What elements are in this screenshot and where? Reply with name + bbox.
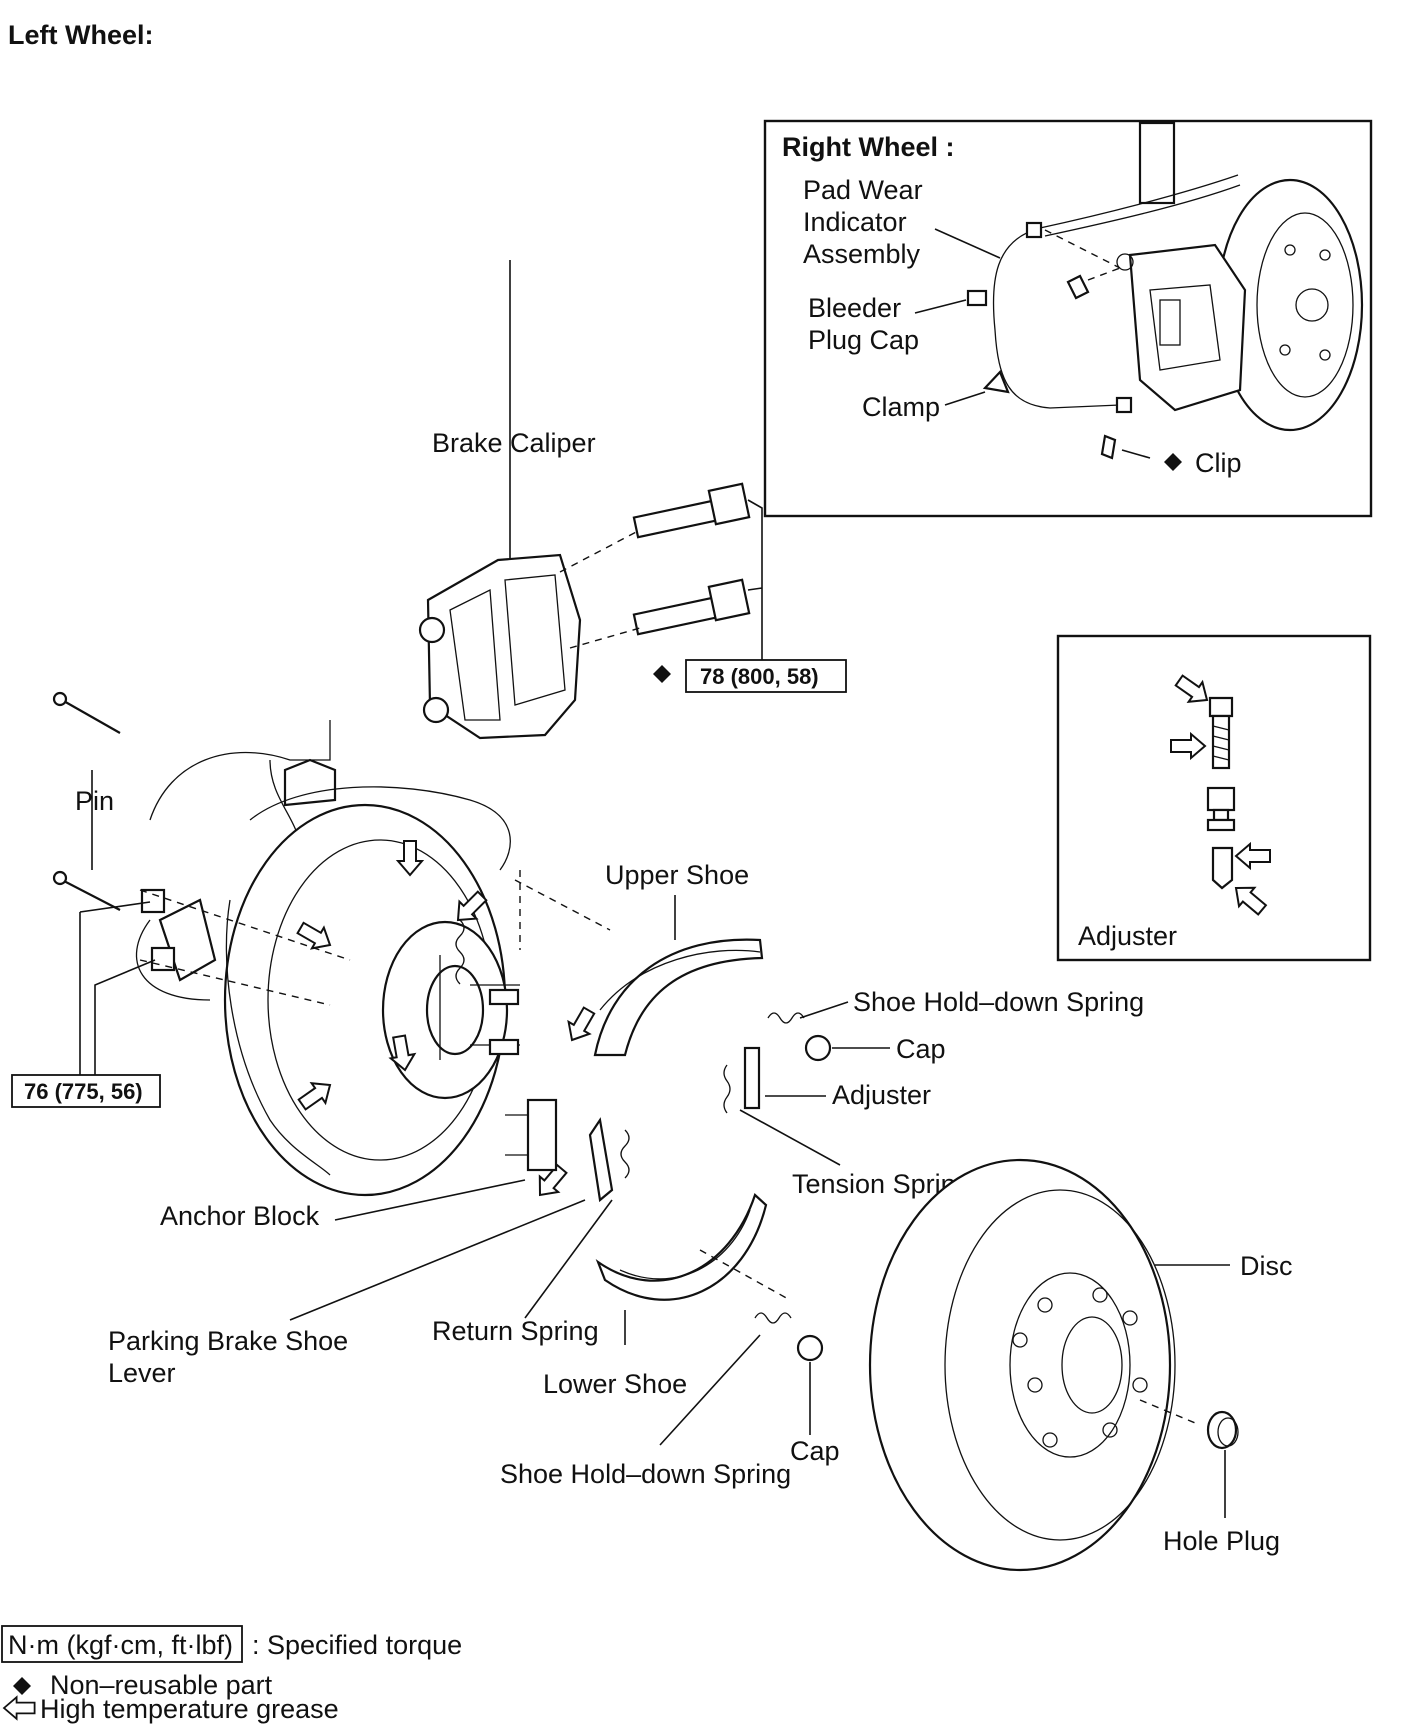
bleeder-label-2: Plug Cap xyxy=(808,325,919,355)
shoe-hold-down-spring-lower-label: Shoe Hold–down Spring xyxy=(500,1459,791,1489)
legend-torque-desc: : Specified torque xyxy=(252,1630,462,1660)
clamp-label: Clamp xyxy=(862,392,940,422)
upper-shoe: Upper Shoe xyxy=(593,860,764,1057)
hole-plug-label: Hole Plug xyxy=(1163,1526,1280,1556)
legend-torque-unit: N·m (kgf·cm, ft·lbf) xyxy=(8,1630,233,1660)
pins: Pin xyxy=(52,691,121,911)
return-spring: Return Spring xyxy=(432,1199,613,1346)
backing-plate-assembly xyxy=(79,720,611,1204)
right-wheel-title: Right Wheel : xyxy=(782,132,954,162)
page-title: Left Wheel: xyxy=(8,20,154,50)
knuckle-torque-value: 76 (775, 56) xyxy=(24,1079,143,1104)
caliper-torque-spec: 78 (800, 58) xyxy=(653,659,847,693)
legend-non-reusable: Non–reusable part xyxy=(50,1670,273,1700)
diamond-icon xyxy=(653,665,671,683)
caliper-bolt-upper xyxy=(632,482,751,539)
legend: N·m (kgf·cm, ft·lbf) : Specified torque … xyxy=(1,1625,462,1724)
caliper-torque-value: 78 (800, 58) xyxy=(700,664,819,689)
adjuster-inset-label: Adjuster xyxy=(1078,921,1177,951)
adjuster-label: Adjuster xyxy=(832,1080,931,1110)
pad-wear-label-3: Assembly xyxy=(803,239,921,269)
tension-spring: Tension Spring xyxy=(739,1109,971,1199)
brake-caliper-label: Brake Caliper xyxy=(432,428,596,458)
pin-label: Pin xyxy=(75,786,114,816)
adjuster-part: Adjuster xyxy=(723,1046,931,1114)
lower-shoe: Lower Shoe xyxy=(543,1193,791,1399)
disc-label: Disc xyxy=(1240,1251,1293,1281)
legend-grease: High temperature grease xyxy=(40,1694,339,1724)
lower-cap: Cap xyxy=(790,1334,840,1466)
upper-shoe-label: Upper Shoe xyxy=(605,860,749,890)
right-wheel-inset: Right Wheel : Pa xyxy=(763,119,1373,518)
brake-caliper: Brake Caliper xyxy=(418,260,763,740)
diamond-icon xyxy=(13,1677,31,1695)
pad-wear-label-1: Pad Wear xyxy=(803,175,923,205)
cap-lower-label: Cap xyxy=(790,1436,840,1466)
shoe-hold-down-spring-upper-label: Shoe Hold–down Spring xyxy=(853,987,1144,1017)
return-spring-label: Return Spring xyxy=(432,1316,599,1346)
upper-hold-down-spring: Shoe Hold–down Spring xyxy=(767,987,1144,1024)
disc: Disc xyxy=(868,1158,1293,1572)
lower-shoe-label: Lower Shoe xyxy=(543,1369,687,1399)
parking-brake-label-1: Parking Brake Shoe xyxy=(108,1326,348,1356)
parking-brake-shoe-lever: Parking Brake Shoe Lever xyxy=(108,1117,630,1388)
upper-cap: Cap xyxy=(804,1034,946,1064)
hollow-arrow-icon xyxy=(3,1696,36,1720)
bleeder-label-1: Bleeder xyxy=(808,293,901,323)
pad-wear-label-2: Indicator xyxy=(803,207,907,237)
lower-hold-down-spring: Shoe Hold–down Spring xyxy=(500,1312,792,1489)
adjuster-inset: Adjuster xyxy=(1056,634,1372,962)
cap-upper-label: Cap xyxy=(896,1034,946,1064)
clip-label: Clip xyxy=(1195,448,1242,478)
caliper-bolt-lower xyxy=(632,578,751,636)
parking-brake-label-2: Lever xyxy=(108,1358,176,1388)
anchor-block-label: Anchor Block xyxy=(160,1201,320,1231)
anchor-block: Anchor Block xyxy=(160,1098,558,1231)
knuckle-torque-spec: 76 (775, 56) xyxy=(11,1074,161,1108)
hole-plug: Hole Plug xyxy=(1139,1399,1280,1556)
